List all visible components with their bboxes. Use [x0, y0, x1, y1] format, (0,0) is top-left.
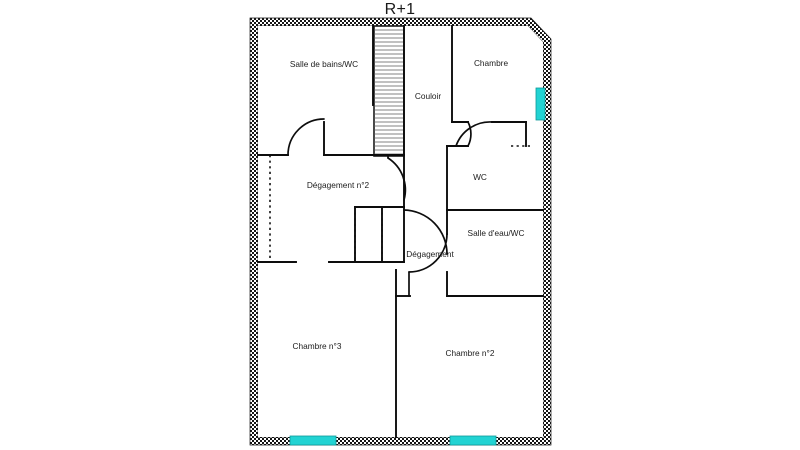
floor-area	[258, 26, 543, 437]
door-wc	[467, 121, 472, 147]
door-salle-deau	[408, 233, 448, 273]
windows	[289, 87, 546, 446]
window-right-chambre	[535, 87, 546, 121]
room-label-chambre-n2: Chambre n°2	[446, 348, 495, 358]
room-label-salle-de-bains-wc: Salle de bains/WC	[290, 59, 358, 69]
room-label-wc: WC	[473, 172, 487, 182]
room-label-degagement: Dégagement	[406, 249, 454, 259]
room-label-chambre: Chambre	[474, 58, 509, 68]
room-labels: Salle de bains/WC Couloir Chambre WC Dég…	[290, 58, 525, 358]
door-degagement-n2	[387, 157, 407, 201]
door-swings	[287, 118, 493, 297]
door-chambre	[455, 121, 493, 147]
staircase	[373, 25, 405, 157]
room-label-couloir: Couloir	[415, 91, 442, 101]
door-salle-de-bains	[287, 118, 325, 156]
window-bottom-chambre-n3	[289, 435, 337, 446]
window-bottom-chambre-n2	[449, 435, 497, 446]
door-degagement	[403, 209, 448, 255]
closet-dividers	[269, 145, 530, 262]
room-label-salle-deau-wc: Salle d'eau/WC	[468, 228, 525, 238]
room-label-degagement-n2: Dégagement n°2	[307, 180, 370, 190]
room-label-chambre-n3: Chambre n°3	[293, 341, 342, 351]
floor-level-title: R+1	[384, 1, 416, 18]
